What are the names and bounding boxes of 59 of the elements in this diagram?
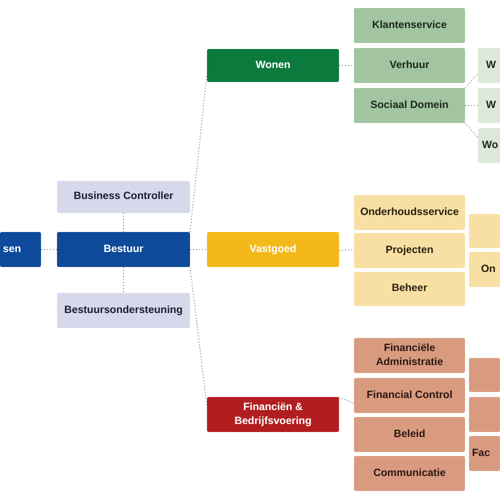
department-name: W <box>486 98 496 112</box>
department-name: Onderhoudsservice <box>360 206 459 220</box>
connector-line <box>464 122 478 138</box>
connector-line <box>338 396 354 404</box>
department-name: Fac <box>472 446 490 460</box>
department-box <box>207 232 339 267</box>
department-box <box>0 232 41 267</box>
department-box <box>57 232 190 267</box>
department-box <box>354 338 465 373</box>
connector-line <box>190 249 208 250</box>
department-name: Financiën & Bedrijfsvoering <box>233 401 313 428</box>
department-box <box>57 293 190 328</box>
department-name: W <box>486 58 496 72</box>
department-name: Wo <box>482 138 498 152</box>
department-name: Verhuur <box>390 58 430 72</box>
department-box <box>354 195 465 230</box>
department-box <box>478 88 500 123</box>
connector-line <box>464 73 478 88</box>
department-name: Beleid <box>394 428 426 442</box>
department-name: Communicatie <box>373 466 446 480</box>
connector-line <box>464 105 478 106</box>
connector-line <box>190 266 208 407</box>
connector-line <box>338 65 354 66</box>
connector-line <box>123 212 124 232</box>
department-box <box>469 214 500 248</box>
department-name: On <box>481 262 496 276</box>
department-box <box>469 252 500 287</box>
department-box <box>57 181 190 213</box>
connector-line <box>123 266 124 294</box>
department-name: Beheer <box>392 282 428 296</box>
department-box <box>354 378 465 413</box>
department-box <box>469 358 500 392</box>
department-name: Sociaal Domein <box>370 98 449 112</box>
department-name: Klantenservice <box>372 18 447 32</box>
department-box <box>354 417 465 452</box>
department-name: Wonen <box>256 58 290 72</box>
department-box <box>354 272 465 306</box>
department-box <box>469 397 500 432</box>
department-name: Bestuur <box>104 242 144 256</box>
department-box <box>207 397 339 432</box>
connector-line <box>40 249 58 250</box>
department-name: Bestuursondersteuning <box>64 304 183 318</box>
department-name: sen <box>2 242 21 256</box>
department-name: Projecten <box>386 244 434 258</box>
connector-line <box>190 73 208 232</box>
department-name: Financial Control <box>366 388 452 402</box>
department-box <box>207 49 339 82</box>
connector-line <box>338 249 354 251</box>
department-box <box>354 8 465 43</box>
department-box <box>354 48 465 83</box>
department-box <box>354 88 465 123</box>
department-box <box>354 233 465 268</box>
department-name: Business Controller <box>74 190 174 204</box>
department-box <box>478 128 500 163</box>
department-name: Vastgoed <box>250 242 296 256</box>
department-name: Financiële Administratie <box>374 342 444 369</box>
department-box <box>478 48 500 83</box>
department-box <box>354 456 465 491</box>
department-box <box>469 436 500 471</box>
